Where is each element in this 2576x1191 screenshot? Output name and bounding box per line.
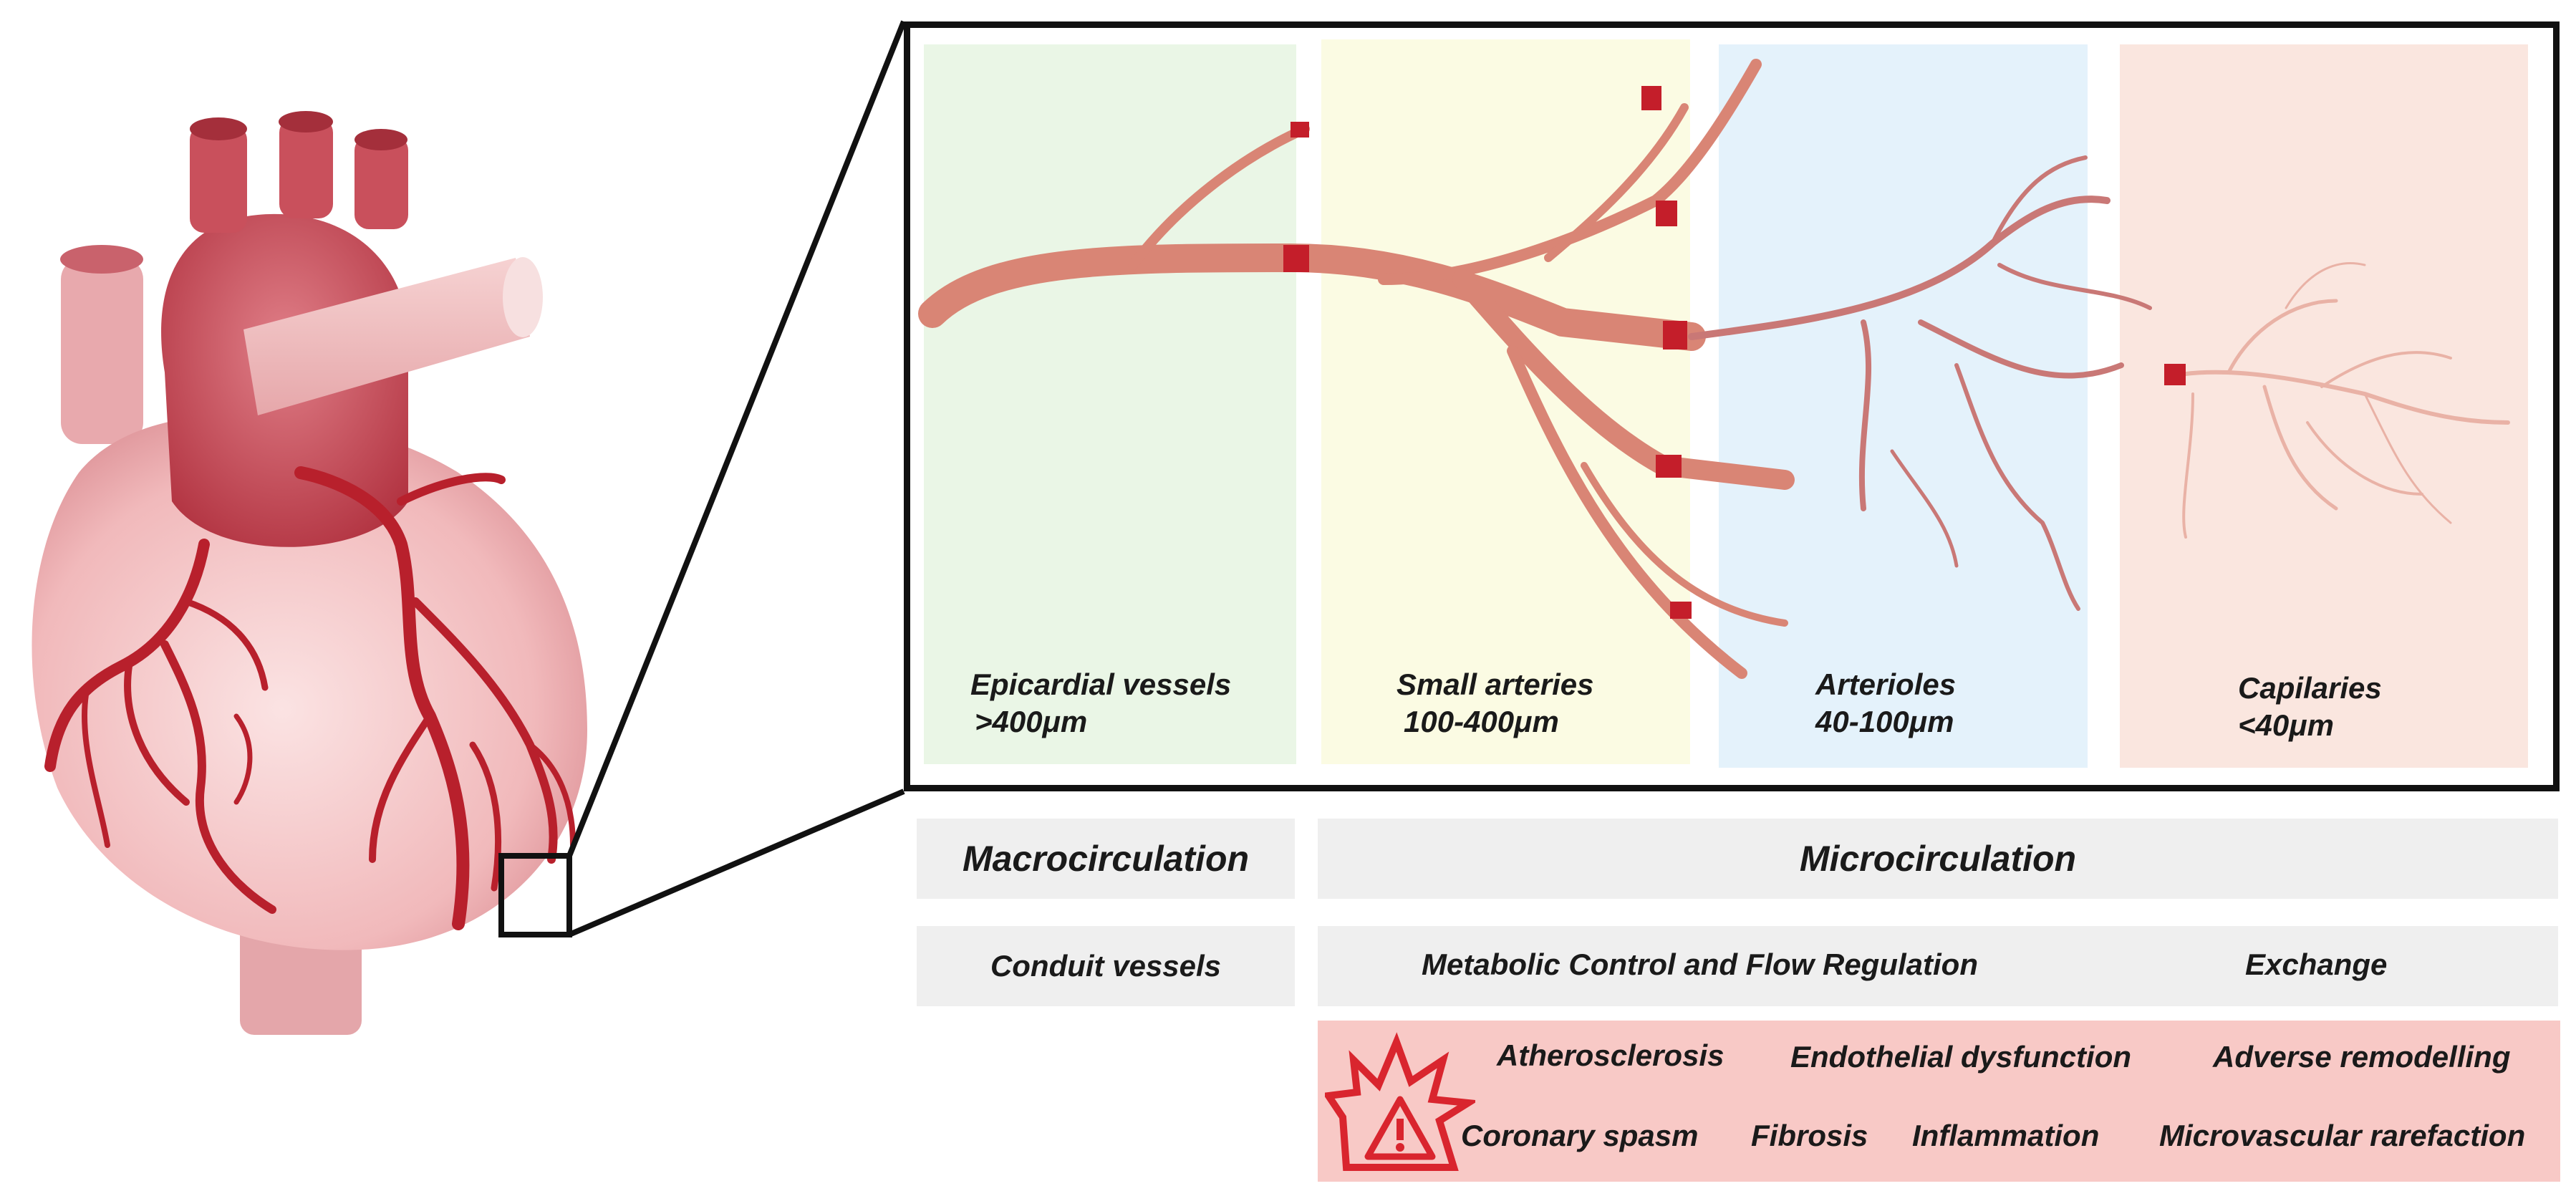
zone-label-epicardial: Epicardial vessels >400μm (970, 666, 1231, 741)
zone-name: Arterioles (1815, 667, 1957, 701)
condition-inflammation: Inflammation (1912, 1119, 2100, 1152)
heart-illustration (32, 111, 587, 1035)
microcirculation-box: Microcirculation (1318, 819, 2558, 899)
condition-coronary-spasm: Coronary spasm (1461, 1119, 1699, 1152)
macrocirculation-box: Macrocirculation (917, 819, 1295, 899)
zone-size: >400μm (975, 705, 1088, 738)
microcirculation-label: Microcirculation (1799, 839, 2077, 879)
condition-microvascular-rarefaction: Microvascular rarefaction (2159, 1119, 2526, 1152)
zone-label-capillaries: Capilaries <40μm (2238, 670, 2382, 744)
pulmonary-artery (243, 258, 530, 415)
zone-arterioles (1719, 44, 2088, 768)
conduit-vessels-label: Conduit vessels (990, 949, 1222, 983)
function-box: Metabolic Control and Flow Regulation Ex… (1318, 926, 2558, 1006)
conduit-vessels-box: Conduit vessels (917, 926, 1295, 1006)
zone-name: Epicardial vessels (970, 667, 1232, 701)
heart-zoom-box (498, 853, 572, 937)
condition-endothelial-dysfunction: Endothelial dysfunction (1790, 1040, 2132, 1074)
zone-name: Small arteries (1396, 667, 1594, 701)
zone-label-small-arteries: Small arteries 100-400μm (1396, 666, 1594, 741)
zone-name: Capilaries (2238, 671, 2382, 705)
zone-label-arterioles: Arterioles 40-100μm (1815, 666, 1956, 741)
conditions-box (1318, 1021, 2560, 1182)
macrocirculation-label: Macrocirculation (962, 839, 1250, 879)
zone-size: 40-100μm (1815, 705, 1954, 738)
exchange-label: Exchange (2245, 948, 2388, 981)
zone-size: <40μm (2238, 708, 2334, 742)
condition-adverse-remodelling: Adverse remodelling (2213, 1040, 2511, 1074)
condition-fibrosis: Fibrosis (1751, 1119, 1868, 1152)
condition-atherosclerosis: Atherosclerosis (1497, 1038, 1724, 1072)
warning-burst-icon (1325, 1032, 1475, 1171)
vena-cava (61, 258, 143, 444)
flow-regulation-label: Metabolic Control and Flow Regulation (1422, 948, 1978, 981)
heart-body (32, 414, 587, 950)
zone-size: 100-400μm (1404, 705, 1559, 738)
zone-capillaries (2120, 44, 2528, 768)
zone-small-arteries (1321, 39, 1690, 764)
vessel-tree (918, 59, 2510, 679)
coronary-arteries (44, 466, 576, 930)
